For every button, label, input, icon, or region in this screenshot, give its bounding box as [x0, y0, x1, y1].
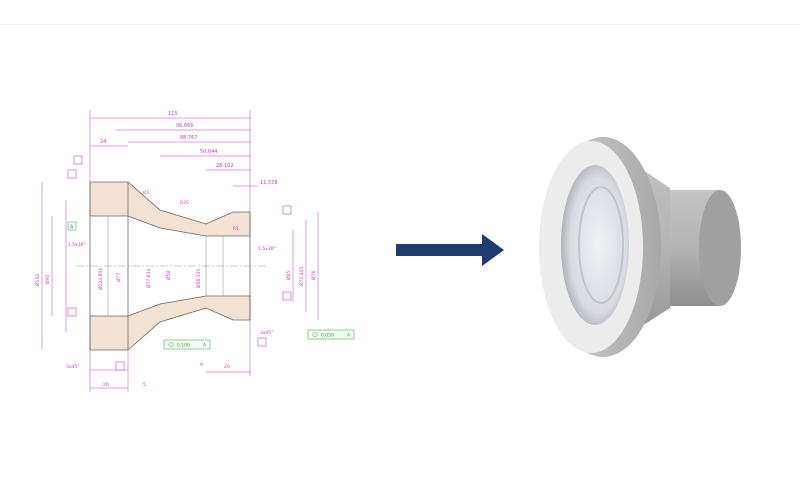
radius-r1: R1: [233, 226, 239, 232]
dim-d72: Ø72.445: [298, 267, 305, 286]
dimension-lines: [41, 110, 319, 392]
chamfer-left: 1.5x30°: [68, 242, 86, 248]
dim-d77634: Ø77.634: [145, 269, 152, 288]
chamfer-right: 1.5x30°: [258, 246, 276, 252]
tolerance-value-2: 0.050: [321, 333, 334, 339]
dim-bottom-20-left: 20: [103, 382, 109, 388]
dim-bottom-9: 9: [200, 362, 203, 368]
bore-inner-ring: [578, 186, 624, 304]
dim-d124: Ø124.891: [97, 268, 104, 290]
dim-88: 88.767: [180, 135, 198, 141]
vertical-dimensions: Ø132 Ø90 Ø124.891 Ø77 Ø77.634 Ø58 Ø58.33…: [34, 267, 317, 290]
datum-box: A: [67, 221, 77, 231]
bore-opening: [561, 165, 629, 325]
radius-r3: R3: [143, 190, 149, 196]
tolerance-frame-1: 0.100 A: [163, 339, 211, 350]
dim-11: 11.578: [260, 180, 278, 186]
dim-d58335: Ø58.335: [195, 269, 202, 288]
dim-115: 115: [168, 111, 178, 117]
dim-d132: Ø132: [34, 274, 41, 286]
technical-drawing: 115 96.666 88.767 50.644 28.102 11.578 2…: [34, 110, 355, 392]
bottom-dimensions: 3x45° 20 5 9 20 3x45°: [66, 330, 274, 388]
dim-d58: Ø58: [165, 271, 172, 280]
tolerance-value-1: 0.100: [177, 343, 190, 349]
dim-bottom-chamfer-left: 3x45°: [66, 364, 80, 370]
symbol-boxes: [67, 155, 292, 371]
part-3d-render: [539, 137, 741, 357]
top-divider: [0, 24, 800, 25]
horizontal-dimensions: 115 96.666 88.767 50.644 28.102 11.578 2…: [100, 111, 278, 186]
right-arrow-icon: [396, 234, 504, 266]
part-section-outline: [76, 181, 268, 351]
datum-ref-1: A: [203, 343, 207, 349]
dim-bottom-20-right: 20: [224, 364, 230, 370]
feature-labels: 1.5x30° 1.5x30° R3 R25 R1: [68, 190, 276, 252]
tolerance-frame-2: 0.050 A: [307, 329, 355, 340]
dim-28: 28.102: [216, 163, 234, 169]
dim-d76: Ø76: [310, 271, 317, 280]
hub-end: [699, 190, 741, 306]
dim-d77: Ø77: [115, 273, 122, 282]
dim-bottom-5: 5: [143, 382, 146, 388]
radius-r25: R25: [180, 200, 189, 206]
section-hatch-top: [89, 181, 251, 237]
dim-d90: Ø90: [44, 275, 51, 284]
datum-ref-2: A: [347, 333, 351, 339]
dim-24: 24: [100, 139, 106, 145]
datum-letter: A: [70, 225, 74, 231]
dim-d65: Ø65: [285, 271, 292, 280]
dim-50: 50.644: [200, 149, 218, 155]
dim-96: 96.666: [176, 123, 194, 129]
dim-bottom-chamfer-right: 3x45°: [260, 330, 274, 336]
